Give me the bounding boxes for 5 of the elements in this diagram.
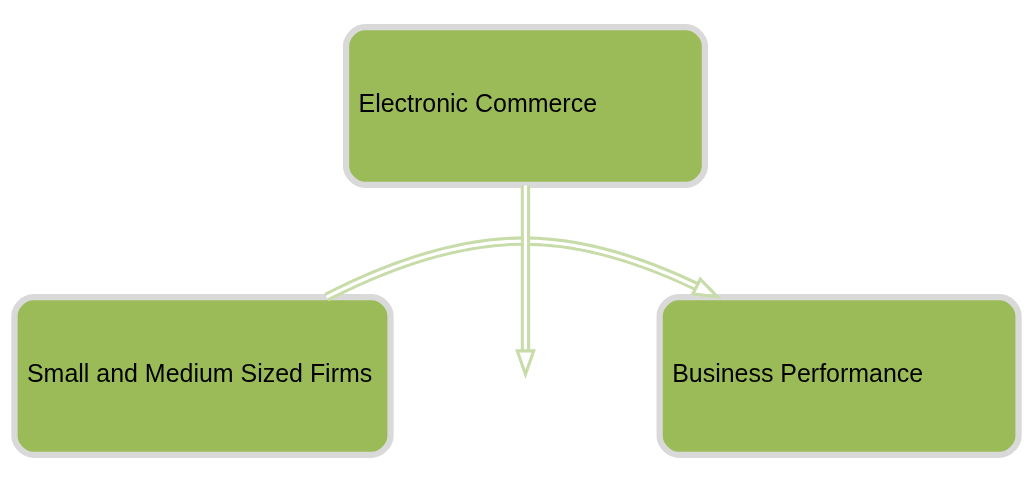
node-box: Business Performance: [656, 293, 1022, 458]
node-box: Small and Medium Sized Firms: [11, 293, 394, 458]
arrow: [515, 185, 536, 379]
arrow: [324, 235, 722, 301]
node-box: Electronic Commerce: [342, 23, 708, 188]
